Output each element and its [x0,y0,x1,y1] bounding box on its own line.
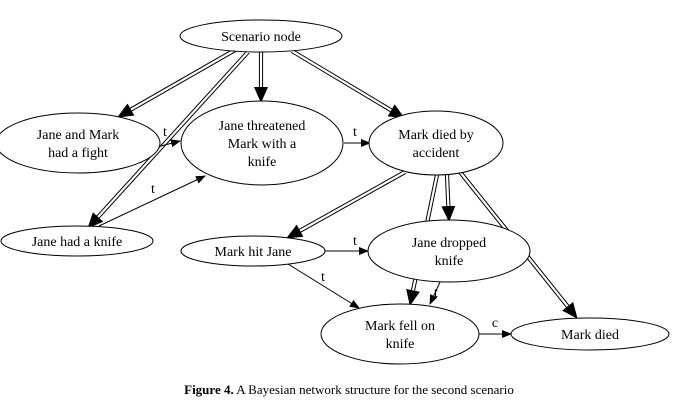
node-fight: Jane and Mark had a fight [0,112,161,174]
edge-accident-to-hit [286,170,407,239]
node-hit: Mark hit Jane [180,235,326,267]
node-label-line: had a fight [48,146,108,161]
node-ellipse [510,317,670,351]
edge-scenario-to-threatened [254,52,268,103]
edges-layer: t t t t t t c [87,48,578,338]
node-label: Mark fell on knife [365,319,435,352]
edge-scenario-to-accident [290,49,405,119]
edge-line [95,52,250,223]
edge-line [444,175,448,212]
edge-line [98,175,206,227]
node-label-line: Jane and Mark [37,128,119,143]
edge-fell-to-died: c [479,316,512,338]
node-label: Mark died by accident [398,128,473,161]
node-label: Jane and Mark had a fight [37,128,119,161]
node-ellipse [367,219,531,283]
edge-label: t [321,270,325,285]
edge-label: t [151,182,155,197]
edge-line [296,172,407,235]
edge-line [93,50,248,220]
node-label: Scenario node [221,30,301,45]
edge-threatened-to-accident: t [344,125,371,147]
edge-line [448,174,451,211]
node-ellipse [180,235,326,267]
edge-label: t [353,234,357,249]
edge-line [562,301,578,319]
node-dropped: Jane dropped knife [367,219,531,283]
node-label-line: Mark with a [228,137,297,152]
node-label-line: Jane threatened [219,119,306,134]
node-ellipse [180,100,344,186]
node-died: Mark died [510,317,670,351]
node-label-line: knife [435,254,464,269]
node-label-line: Mark died [561,328,619,343]
edge-label: t [434,286,438,301]
node-label-line: Jane had a knife [32,235,123,250]
edge-fight-to-threatened: t [156,125,181,148]
node-ellipse [0,112,161,174]
node-ellipse [320,303,480,365]
edge-accident-to-dropped [441,174,456,222]
node-label-line: Jane dropped [412,236,486,251]
node-label: Jane had a knife [32,235,123,250]
edge-line [429,281,441,305]
figure-caption-text: A Bayesian network structure for the sec… [236,382,514,397]
node-label: Mark hit Jane [215,245,292,260]
edge-line [127,50,237,114]
node-label-line: Scenario node [221,30,301,45]
edge-label: t [353,125,357,140]
node-label-line: knife [386,337,415,352]
edge-hit-to-dropped: t [325,234,369,255]
edge-line [292,49,397,112]
edge-line [294,170,405,233]
edge-line [156,139,181,148]
edge-hit-to-fell: t [287,263,360,309]
edge-line [287,263,360,309]
node-label-line: accident [413,146,460,161]
node-label: Jane dropped knife [412,236,486,269]
node-scenario: Scenario node [179,19,343,53]
node-accident: Mark died by accident [368,110,504,176]
edge-label: c [492,316,498,331]
figure-label: Figure 4. [184,382,234,397]
edge-dropped-to-fell: t [429,281,441,305]
edge-line [406,288,420,306]
node-label-line: Mark hit Jane [215,245,292,260]
edge-line [286,224,304,239]
node-ellipse [179,19,343,53]
node-label: Mark died [561,328,619,343]
edge-line [290,51,395,115]
node-label-line: Mark died by [398,128,473,143]
node-label-line: knife [248,155,277,170]
node-label-line: Mark fell on [365,319,435,334]
figure-caption: Figure 4. A Bayesian network structure f… [0,382,698,398]
node-fell: Mark fell on knife [320,303,480,365]
edge-label: t [163,125,167,140]
edge-hadknife-to-threatened: t [98,175,206,227]
node-ellipse [368,110,504,176]
node-ellipse [0,225,154,257]
edge-line [125,48,235,112]
edge-scenario-to-fight [117,48,237,118]
node-hadknife: Jane had a knife [0,225,154,257]
edge-line [117,103,135,118]
